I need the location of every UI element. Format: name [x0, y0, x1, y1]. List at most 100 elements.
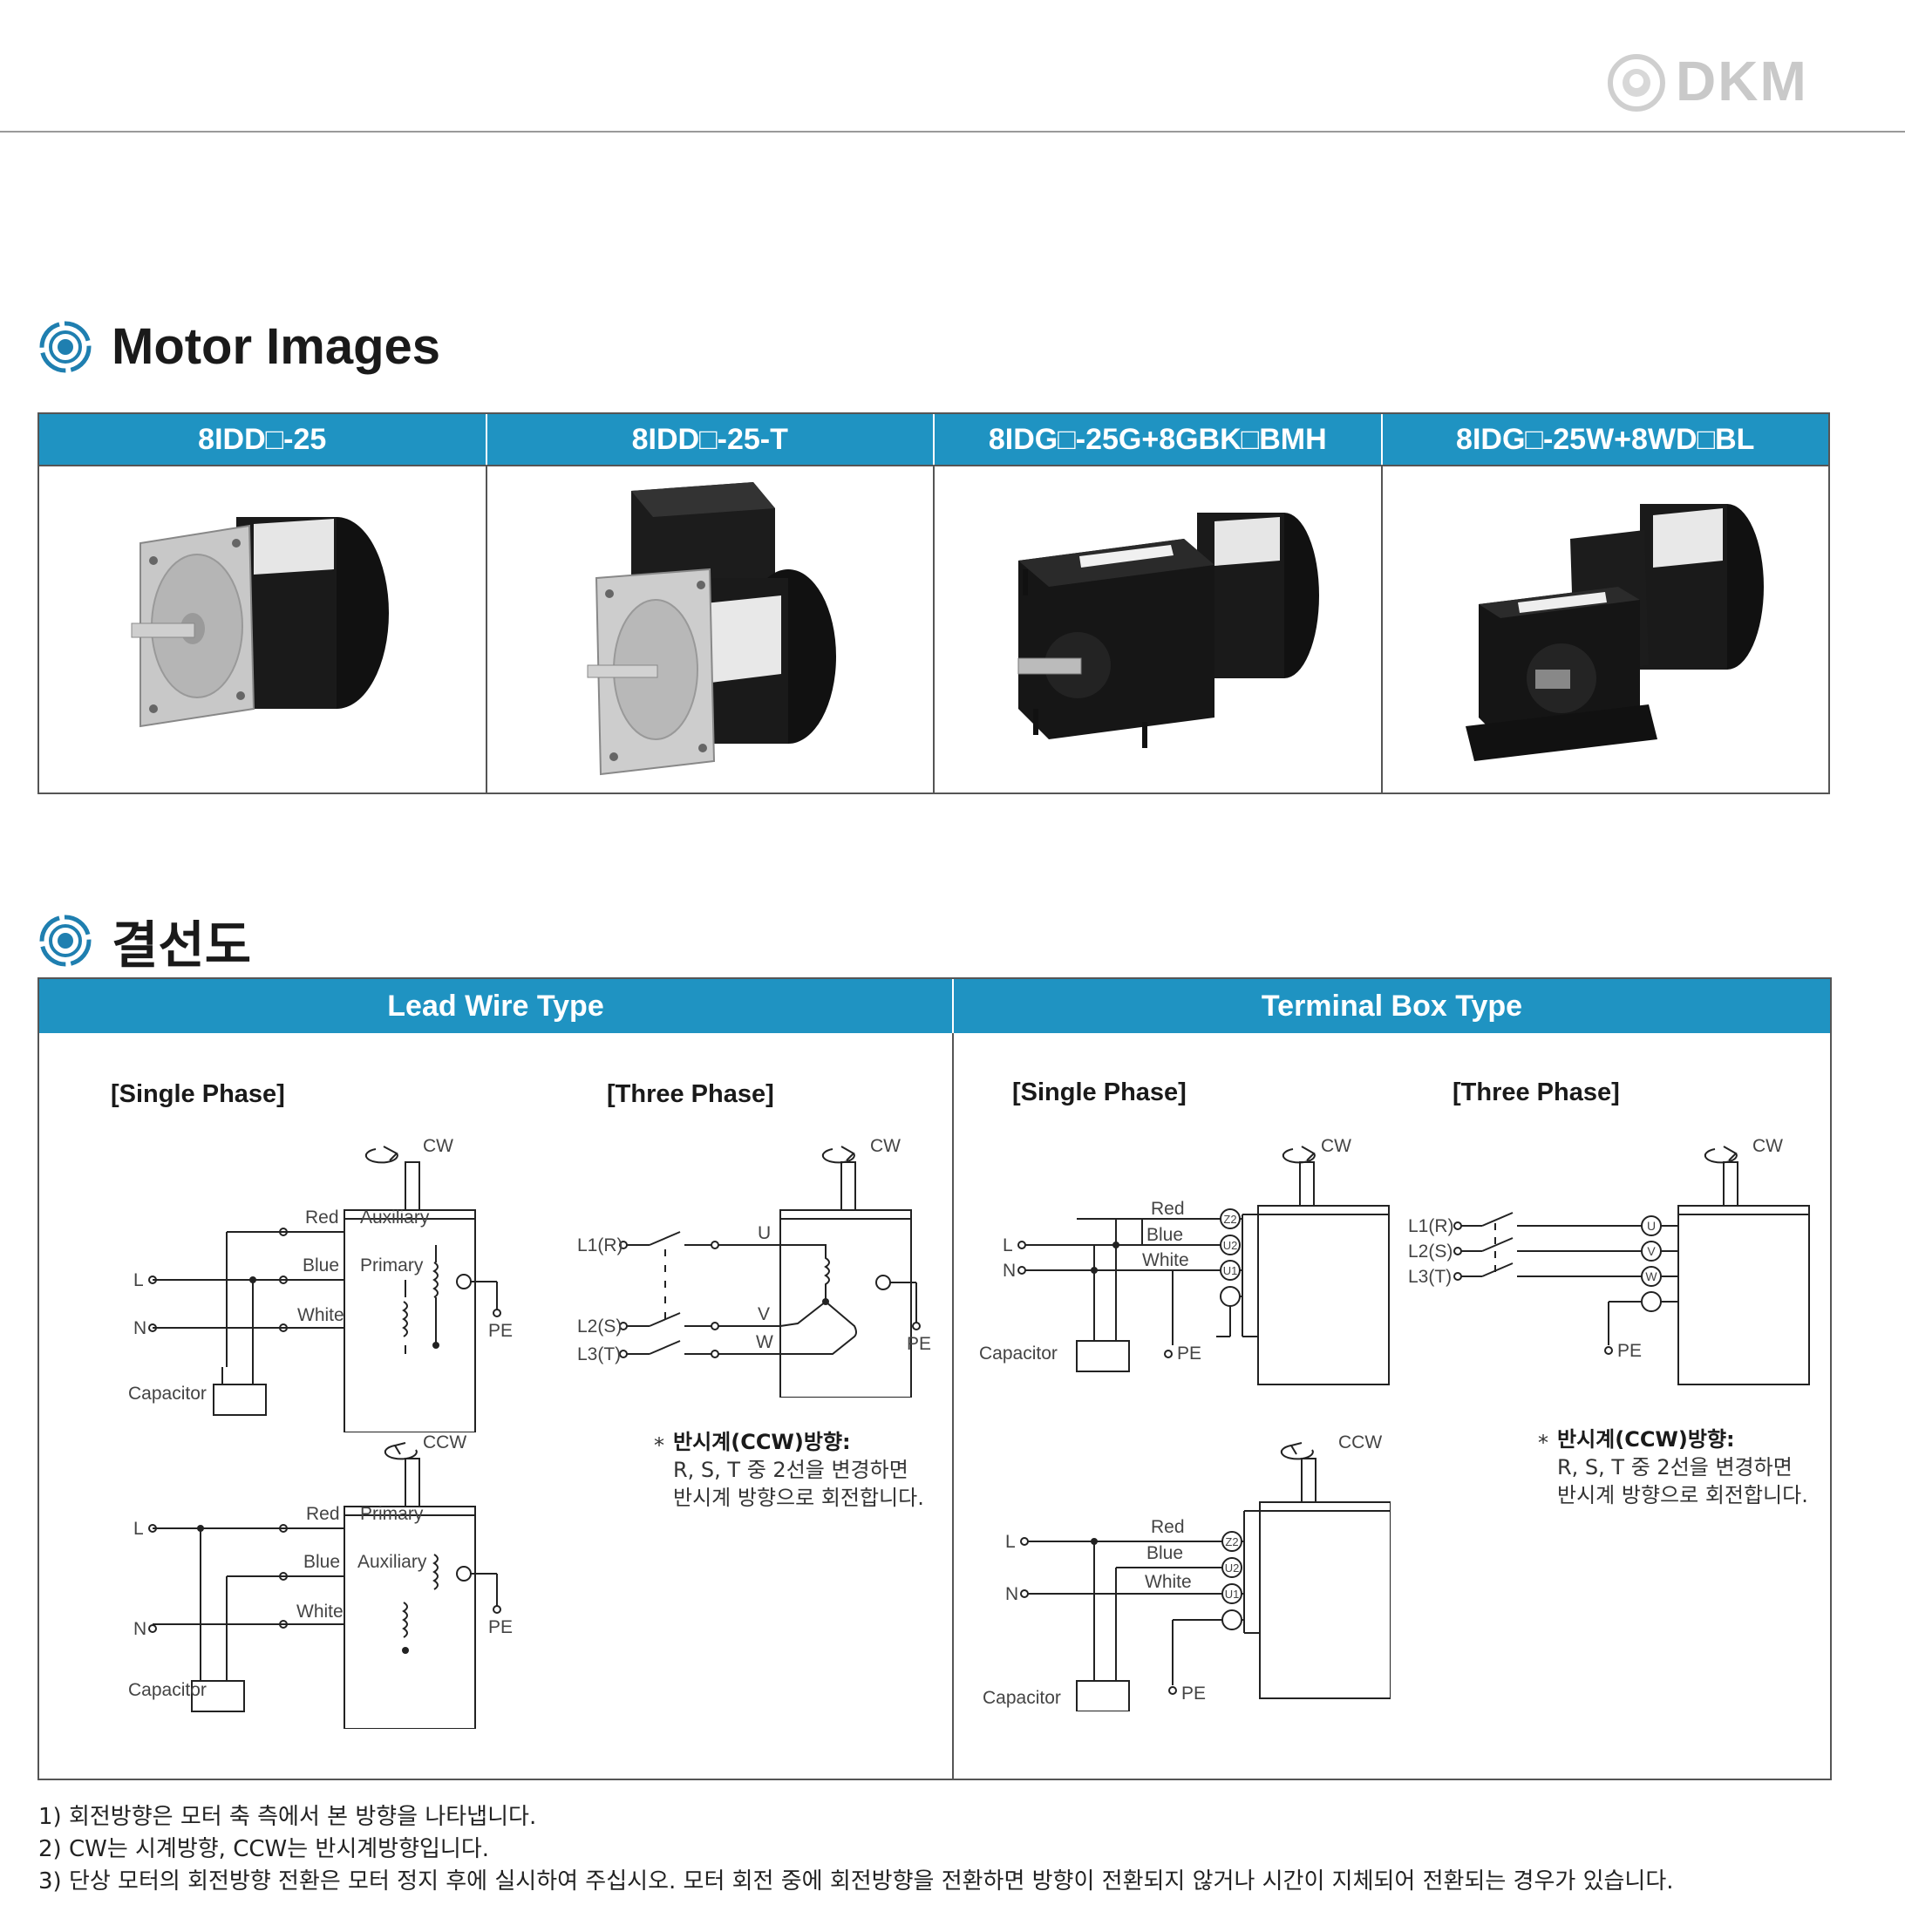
l2-label: L2(S)	[577, 1316, 622, 1337]
column-divider	[952, 1033, 954, 1779]
motor-image-cell	[39, 466, 487, 794]
red-label: Red	[306, 1504, 340, 1524]
note-asterisk: *	[654, 1433, 664, 1458]
red-label: Red	[305, 1208, 339, 1228]
footnote-1: 1) 회전방향은 모터 축 측에서 본 방향을 나타냅니다.	[38, 1804, 537, 1830]
terminal-ccw-note: * 반시계(CCW)방향: R, S, T 중 2선을 변경하면 반시계 방향으…	[1538, 1425, 1808, 1509]
capacitor-label: Capacitor	[128, 1680, 207, 1700]
n-label: N	[1003, 1261, 1016, 1281]
l1-label: L1(R)	[577, 1235, 623, 1255]
l3-label: L3(T)	[1408, 1267, 1452, 1287]
blue-label: Blue	[1146, 1225, 1183, 1245]
note-title: 반시계(CCW)방향:	[1557, 1427, 1735, 1452]
primary-label: Primary	[360, 1504, 424, 1524]
lead-three-phase-diagram: CW L1(R) L2(S) L3(T) U V W PE	[577, 1136, 931, 1398]
auxiliary-label: Auxiliary	[360, 1208, 430, 1228]
blue-label: Blue	[303, 1552, 340, 1572]
white-label: White	[297, 1305, 344, 1325]
u1-terminal: U1	[1223, 1264, 1238, 1277]
motor-model-header: 8IDD□-25	[39, 414, 487, 465]
cw-label: CW	[423, 1136, 453, 1156]
l2-label: L2(S)	[1408, 1242, 1453, 1262]
lead-three-phase-label: [Three Phase]	[607, 1080, 774, 1108]
z2-terminal: Z2	[1223, 1213, 1236, 1226]
lead-single-phase-cw-diagram: CW Red Blue White Auxiliary Primary PE L…	[128, 1136, 513, 1432]
u-terminal: U	[1647, 1219, 1656, 1233]
v-label: V	[758, 1304, 770, 1324]
section-title-text: 결선도	[112, 917, 252, 974]
pe-label: PE	[1177, 1344, 1201, 1364]
footnotes: 1) 회전방향은 모터 축 측에서 본 방향을 나타냅니다. 2) CW는 시계…	[38, 1801, 1674, 1898]
header-divider	[0, 131, 1905, 133]
n-label: N	[133, 1318, 146, 1338]
motor-image-cell	[1383, 466, 1829, 794]
note-asterisk: *	[1538, 1431, 1548, 1455]
u2-terminal: U2	[1223, 1239, 1238, 1252]
n-label: N	[133, 1619, 146, 1639]
l-label: L	[133, 1519, 144, 1539]
red-label: Red	[1151, 1517, 1185, 1537]
blue-label: Blue	[1146, 1543, 1183, 1563]
capacitor-label: Capacitor	[983, 1688, 1061, 1708]
u-label: U	[758, 1223, 771, 1243]
l-label: L	[1003, 1235, 1013, 1255]
motor-image-cell	[487, 466, 935, 794]
z2-terminal: Z2	[1225, 1535, 1238, 1548]
w-label: W	[756, 1332, 773, 1352]
lead-single-phase-ccw-diagram: CCW Red Blue White Primary Auxiliary PE …	[128, 1432, 513, 1729]
motor-terminal-box-icon	[587, 482, 837, 776]
pe-label: PE	[1617, 1341, 1642, 1361]
section-title-text: Motor Images	[112, 318, 441, 375]
wiring-diagram-table: Lead Wire Type Terminal Box Type [Single…	[37, 977, 1832, 1780]
pe-label: PE	[488, 1617, 513, 1637]
primary-label: Primary	[360, 1255, 424, 1276]
section-bullet-icon	[39, 915, 92, 967]
lead-ccw-note: * 반시계(CCW)방향: R, S, T 중 2선을 변경하면 반시계 방향으…	[654, 1428, 924, 1512]
logo-text: DKM	[1676, 50, 1808, 112]
motor-images-table: 8IDD□-25 8IDD□-25-T 8IDG□-25G+8GBK□BMH 8…	[37, 412, 1830, 794]
section-title-wiring: 결선도	[38, 904, 251, 977]
motor-model-header: 8IDG□-25W+8WD□BL	[1382, 414, 1828, 465]
ccw-label: CCW	[1338, 1432, 1382, 1452]
terminal-three-phase-label: [Three Phase]	[1453, 1078, 1620, 1106]
capacitor-label: Capacitor	[128, 1384, 207, 1404]
cw-label: CW	[870, 1136, 901, 1156]
cw-label: CW	[1321, 1136, 1351, 1156]
section-title-motor-images: Motor Images	[38, 317, 440, 376]
pe-label: PE	[907, 1334, 931, 1354]
blue-label: Blue	[303, 1255, 339, 1276]
u1-terminal: U1	[1225, 1588, 1240, 1601]
logo-emblem-icon	[1608, 54, 1665, 112]
motor-image-cell	[935, 466, 1383, 794]
u2-terminal: U2	[1225, 1561, 1240, 1575]
footnote-2: 2) CW는 시계방향, CCW는 반시계방향입니다.	[38, 1836, 490, 1862]
pe-label: PE	[1181, 1684, 1206, 1704]
terminal-single-phase-label: [Single Phase]	[1012, 1078, 1187, 1106]
auxiliary-label: Auxiliary	[357, 1552, 427, 1572]
pe-label: PE	[488, 1321, 513, 1341]
motor-model-header: 8IDG□-25G+8GBK□BMH	[935, 414, 1383, 465]
n-label: N	[1005, 1584, 1018, 1604]
white-label: White	[1142, 1250, 1189, 1270]
terminal-single-phase-ccw-diagram: CCW Red Blue White Z2 U2 U1 L N Capacito…	[983, 1432, 1391, 1711]
capacitor-label: Capacitor	[979, 1344, 1058, 1364]
note-line-1: R, S, T 중 2선을 변경하면	[1557, 1455, 1793, 1480]
worm-geared-motor-icon	[1466, 504, 1765, 761]
l-label: L	[133, 1270, 144, 1290]
note-line-2: 반시계 방향으로 회전합니다.	[673, 1486, 924, 1510]
dkm-logo: DKM	[1606, 50, 1833, 113]
l-label: L	[1005, 1532, 1016, 1552]
motor-model-header: 8IDD□-25-T	[486, 414, 935, 465]
terminal-box-type-header: Terminal Box Type	[954, 979, 1830, 1033]
white-label: White	[1145, 1572, 1192, 1592]
l3-label: L3(T)	[577, 1344, 621, 1364]
white-label: White	[296, 1602, 344, 1622]
terminal-three-phase-diagram: CW L1(R) L2(S) L3(T) U V W PE	[1408, 1136, 1810, 1385]
cw-label: CW	[1752, 1136, 1783, 1156]
footnote-3: 3) 단상 모터의 회전방향 전환은 모터 정지 후에 실시하여 주십시오. 모…	[38, 1868, 1674, 1895]
ccw-label: CCW	[423, 1432, 466, 1452]
v-terminal: V	[1647, 1244, 1656, 1258]
terminal-single-phase-cw-diagram: CW Red Blue White Z2 U2 U1 L N Capacitor…	[979, 1136, 1390, 1385]
geared-motor-icon	[1017, 513, 1319, 748]
red-label: Red	[1151, 1199, 1185, 1219]
